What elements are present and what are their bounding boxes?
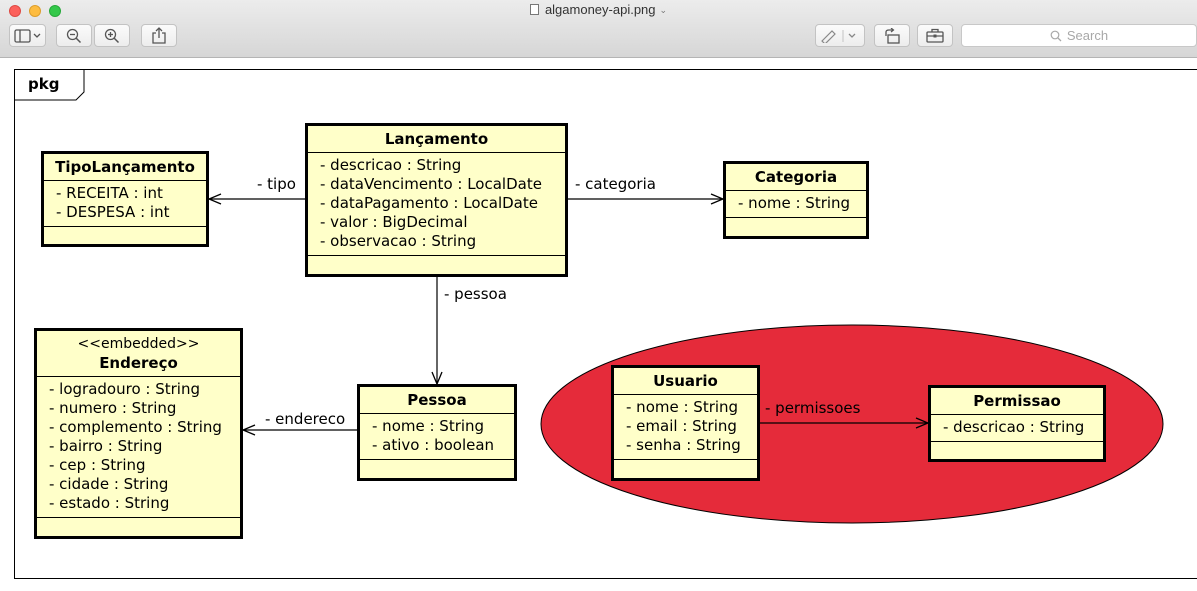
search-field[interactable]: Search: [961, 24, 1197, 47]
attribute: - descricao : String: [943, 418, 1085, 436]
class-pessoa[interactable]: Pessoa - nome : String - ativo : boolean: [357, 384, 517, 481]
attribute-list: - nome : String - ativo : boolean: [360, 414, 514, 460]
attribute: - numero : String: [49, 399, 177, 417]
assoc-categoria-label: - categoria: [575, 175, 656, 193]
attribute-list: - logradouro : String - numero : String …: [37, 377, 240, 518]
sidebar-toggle-button[interactable]: [9, 24, 46, 47]
package-label: pkg: [28, 75, 60, 93]
attribute: - valor : BigDecimal: [320, 213, 468, 231]
attribute: - ativo : boolean: [372, 436, 495, 454]
zoom-window-button[interactable]: [49, 5, 61, 17]
sidebar-icon: [13, 28, 40, 43]
document-icon: [529, 4, 539, 15]
class-usuario[interactable]: Usuario - nome : String - email : String…: [611, 365, 760, 481]
class-name: TipoLançamento: [44, 154, 206, 181]
operations-compartment: [360, 460, 514, 470]
attribute: - RECEITA : int: [56, 184, 163, 202]
attribute: - dataPagamento : LocalDate: [320, 194, 538, 212]
zoom-in-icon: [104, 28, 120, 43]
rotate-button[interactable]: [874, 24, 910, 47]
rotate-icon: [885, 27, 900, 44]
zoom-out-button[interactable]: [56, 24, 92, 47]
attribute-list: - descricao : String: [931, 415, 1103, 442]
class-name: Lançamento: [308, 126, 565, 153]
assoc-pessoa-label: - pessoa: [444, 285, 507, 303]
attribute: - nome : String: [372, 417, 485, 435]
class-permissao[interactable]: Permissao - descricao : String: [928, 385, 1106, 462]
zoom-in-button[interactable]: [94, 24, 130, 47]
operations-compartment: [37, 518, 240, 528]
toolbox-icon: [926, 28, 944, 43]
toolbox-button[interactable]: [917, 24, 953, 47]
markup-pen-icon: [821, 29, 856, 43]
class-name: Pessoa: [360, 387, 514, 414]
attribute-list: - nome : String - email : String - senha…: [614, 395, 757, 460]
attribute: - DESPESA : int: [56, 203, 170, 221]
attribute: - logradouro : String: [49, 380, 200, 398]
class-name: Usuario: [614, 368, 757, 395]
assoc-tipo-label: - tipo: [257, 175, 296, 193]
package-tab-frame: [14, 69, 85, 101]
assoc-endereco-label: - endereco: [265, 410, 346, 428]
operations-compartment: [614, 460, 757, 470]
attribute: - email : String: [626, 417, 737, 435]
class-name: Endereço: [99, 354, 178, 372]
attribute: - bairro : String: [49, 437, 163, 455]
class-name: Categoria: [726, 164, 866, 191]
share-icon: [152, 27, 166, 44]
attribute: - senha : String: [626, 436, 741, 454]
chevron-down-icon: ⌄: [659, 5, 668, 15]
assoc-permissoes-label: - permissoes: [765, 399, 861, 417]
operations-compartment: [44, 227, 206, 237]
attribute: - cep : String: [49, 456, 146, 474]
search-placeholder: Search: [1066, 28, 1109, 43]
attribute: - estado : String: [49, 494, 170, 512]
zoom-out-icon: [66, 28, 82, 43]
attribute: - descricao : String: [320, 156, 462, 174]
stereotype: <<embedded>>: [77, 336, 200, 352]
attribute: - nome : String: [626, 398, 739, 416]
class-name-block: <<embedded>> Endereço: [37, 331, 240, 377]
window-titlebar: algamoney-api.png⌄: [0, 0, 1197, 58]
operations-compartment: [308, 256, 565, 266]
window-title[interactable]: algamoney-api.png⌄: [0, 2, 1197, 17]
attribute: - cidade : String: [49, 475, 169, 493]
close-window-button[interactable]: [9, 5, 21, 17]
operations-compartment: [931, 442, 1103, 452]
attribute-list: - nome : String: [726, 191, 866, 218]
search-icon: [1050, 30, 1062, 41]
attribute: - complemento : String: [49, 418, 222, 436]
operations-compartment: [726, 218, 866, 228]
class-lancamento[interactable]: Lançamento - descricao : String - dataVe…: [305, 123, 568, 277]
attribute: - observacao : String: [320, 232, 477, 250]
window-title-text: algamoney-api.png: [544, 2, 656, 17]
attribute-list: - RECEITA : int - DESPESA : int: [44, 181, 206, 227]
minimize-window-button[interactable]: [29, 5, 41, 17]
markup-button[interactable]: [815, 24, 865, 47]
class-endereco[interactable]: <<embedded>> Endereço - logradouro : Str…: [34, 328, 243, 539]
class-tipo-lancamento[interactable]: TipoLançamento - RECEITA : int - DESPESA…: [41, 151, 209, 247]
attribute-list: - descricao : String - dataVencimento : …: [308, 153, 565, 256]
attribute: - nome : String: [738, 194, 851, 212]
class-name: Permissao: [931, 388, 1103, 415]
class-categoria[interactable]: Categoria - nome : String: [723, 161, 869, 239]
attribute: - dataVencimento : LocalDate: [320, 175, 542, 193]
share-button[interactable]: [141, 24, 177, 47]
